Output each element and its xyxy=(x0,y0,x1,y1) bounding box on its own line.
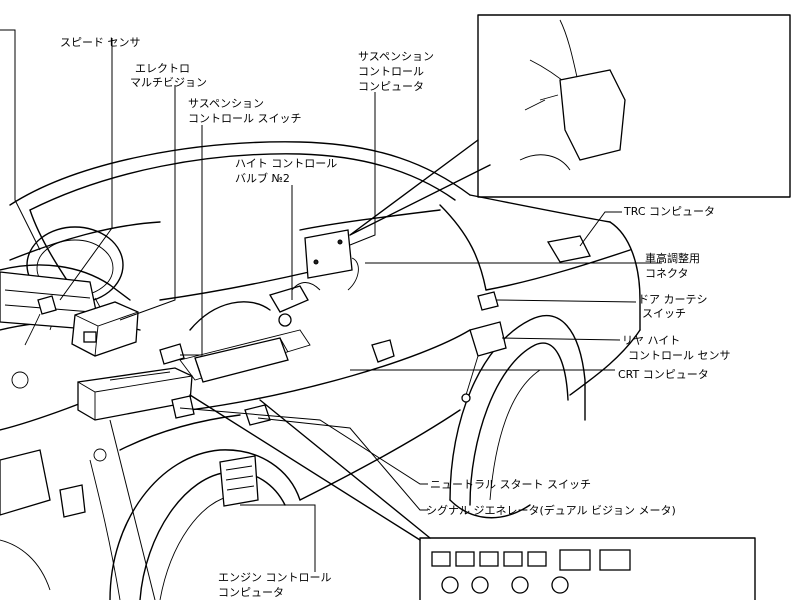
engine-computer-part xyxy=(219,455,259,507)
label-height-connector-1: 車高調整用 xyxy=(645,251,700,265)
label-rear-sensor-2: コントロール センサ xyxy=(628,349,731,362)
label-height-valve-1: ハイト コントロール xyxy=(235,157,337,170)
fuse-inset-callout-wedge xyxy=(189,394,431,541)
suspension-switch-part xyxy=(159,343,185,365)
label-neutral-switch: ニュートラル スタート スイッチ xyxy=(430,478,591,491)
label-susp-switch-1: サスペンション xyxy=(188,97,264,110)
label-door-switch-2: スイッチ xyxy=(642,307,686,320)
label-susp-switch-2: コントロール スイッチ xyxy=(188,112,302,125)
label-height-connector-2: コネクタ xyxy=(645,267,689,280)
floor-connector-part xyxy=(371,339,395,363)
label-electro-multivision-2: マルチビジョン xyxy=(130,76,207,89)
label-electro-multivision-1: エレクトロ xyxy=(135,62,190,75)
inset-callout-wedge xyxy=(349,139,491,236)
speed-sensor-part xyxy=(24,295,57,346)
label-crt-computer: CRT コンピュータ xyxy=(618,368,709,381)
labels: スピード センサ エレクトロ マルチビジョン サスペンション コントロール スイ… xyxy=(60,36,731,599)
label-susp-computer-3: コンピュータ xyxy=(358,80,424,93)
suspension-computer-part xyxy=(304,229,359,291)
rear-height-sensor-part xyxy=(461,321,507,403)
neutral-start-switch-part xyxy=(171,395,195,419)
label-signal-generator: シグナル ジエネレータ(デュアル ビジョン メータ) xyxy=(426,503,676,517)
crt-computer-part xyxy=(194,337,289,383)
electro-multivision-unit xyxy=(71,301,139,357)
label-height-valve-2: バルブ №2 xyxy=(235,171,290,185)
detail-inset-fuse-box xyxy=(419,537,756,600)
detail-inset-suspension-computer xyxy=(477,14,791,198)
rear-wheel xyxy=(449,314,586,519)
trc-computer-part xyxy=(546,235,591,263)
label-speed-sensor: スピード センサ xyxy=(60,36,141,49)
label-engine-computer-2: コンピュータ xyxy=(218,586,284,599)
door-courtesy-switch-part xyxy=(477,291,499,311)
label-door-switch-1: ドア カーテシ xyxy=(638,293,708,306)
height-control-valve-part xyxy=(269,282,321,327)
label-engine-computer-1: エンジン コントロール xyxy=(218,571,332,584)
engine-bay-components xyxy=(0,371,121,600)
label-trc-computer: TRC コンピュータ xyxy=(623,205,715,218)
label-susp-computer-2: コントロール xyxy=(358,65,424,78)
label-susp-computer-1: サスペンション xyxy=(358,50,434,63)
label-rear-sensor-1: リヤ ハイト xyxy=(622,334,680,347)
leader-lines xyxy=(0,29,662,600)
